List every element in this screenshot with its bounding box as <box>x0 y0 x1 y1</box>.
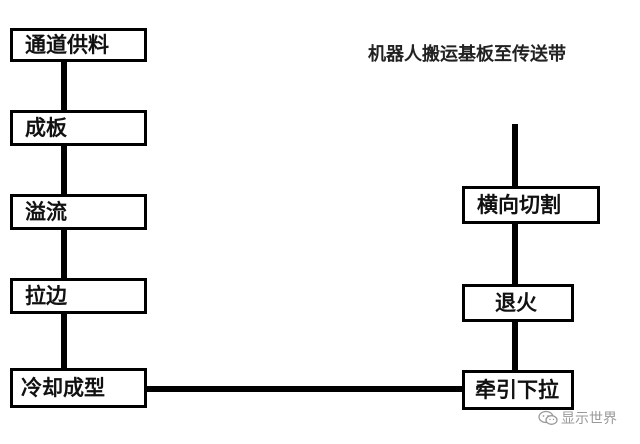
step-box-forming: 成板 <box>10 110 147 146</box>
step-box-draw-down: 牵引下拉 <box>462 370 574 410</box>
wechat-icon <box>538 410 558 425</box>
step-box-cross-cutting: 横向切割 <box>462 186 600 224</box>
step-box-annealing: 退火 <box>462 284 574 322</box>
step-box-edge-pull: 拉边 <box>10 278 147 314</box>
step-box-channel-feed: 通道供料 <box>10 28 147 62</box>
watermark: 显示世界 <box>538 408 617 428</box>
step-label: 退火 <box>495 290 537 315</box>
step-box-overflow: 溢流 <box>10 194 147 230</box>
step-box-cooling-forming: 冷却成型 <box>10 368 147 408</box>
diagram-title: 机器人搬运基板至传送带 <box>368 44 566 65</box>
step-label: 拉边 <box>25 283 67 308</box>
step-label: 冷却成型 <box>21 375 105 400</box>
step-label: 横向切割 <box>477 192 561 217</box>
step-label: 成板 <box>25 115 67 140</box>
step-label: 溢流 <box>25 199 67 224</box>
step-label: 通道供料 <box>25 32 109 57</box>
step-label: 牵引下拉 <box>475 377 559 402</box>
watermark-text: 显示世界 <box>561 411 617 427</box>
